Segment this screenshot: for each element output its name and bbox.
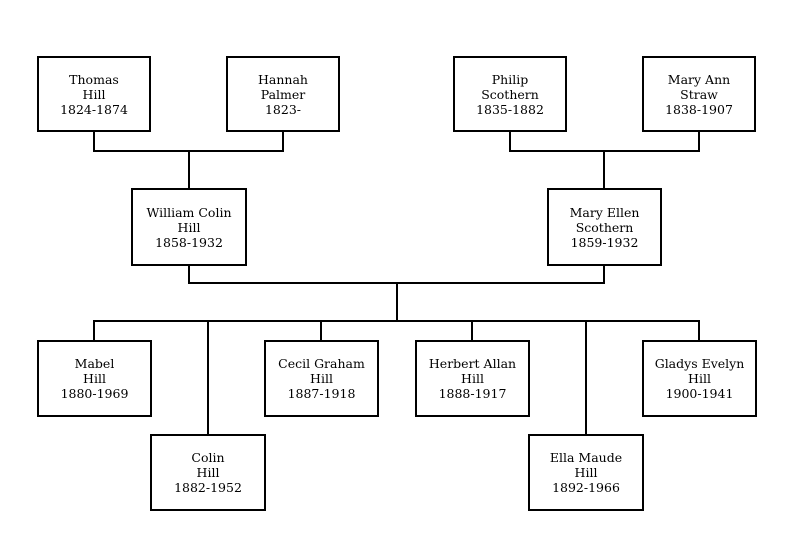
person-name: Hannah: [258, 71, 308, 87]
person-box-mabel-hill: Mabel Hill 1880-1969: [37, 340, 152, 417]
person-surname: Hill: [688, 371, 711, 386]
person-surname: Scothern: [481, 86, 539, 102]
person-dates: 1858-1932: [155, 234, 223, 250]
person-box-ella-maude-hill: Ella Maude Hill 1892-1966: [528, 434, 644, 511]
connector: [188, 264, 190, 284]
person-dates: 1900-1941: [665, 386, 734, 401]
person-dates: 1887-1918: [287, 386, 356, 401]
person-dates: 1835-1882: [476, 101, 544, 117]
person-name: Ella Maude: [549, 450, 623, 465]
person-surname: Scothern: [575, 219, 634, 235]
connector: [603, 264, 605, 284]
connector: [698, 320, 700, 342]
connector: [698, 130, 700, 152]
connector: [320, 320, 322, 342]
person-name: Philip: [491, 71, 529, 87]
person-name: Colin: [191, 450, 225, 465]
person-surname: Hill: [461, 371, 484, 386]
person-dates: 1824-1874: [60, 101, 128, 117]
connector: [471, 320, 473, 342]
person-dates: 1882-1952: [174, 480, 242, 495]
person-dates: 1838-1907: [665, 101, 733, 117]
person-box-william-colin-hill: William Colin Hill 1858-1932: [131, 188, 247, 266]
connector: [188, 150, 190, 190]
person-box-philip-scothern: Philip Scothern 1835-1882: [453, 56, 567, 132]
connector: [603, 150, 605, 190]
connector: [207, 320, 209, 436]
person-dates: 1859-1932: [570, 234, 639, 250]
person-name: Gladys Evelyn: [654, 356, 745, 371]
person-surname: Hill: [574, 465, 598, 480]
person-dates: 1880-1969: [60, 386, 129, 401]
person-box-mary-ellen-scothern: Mary Ellen Scothern 1859-1932: [547, 188, 662, 266]
person-name: Mary Ellen: [569, 204, 640, 220]
person-box-cecil-graham-hill: Cecil Graham Hill 1887-1918: [264, 340, 379, 417]
connector: [509, 130, 511, 152]
connector: [93, 320, 95, 342]
person-surname: Hill: [83, 371, 106, 386]
person-box-hannah-palmer: Hannah Palmer 1823-: [226, 56, 340, 132]
person-surname: Palmer: [260, 86, 306, 102]
person-surname: Hill: [177, 219, 201, 235]
connector: [282, 130, 284, 152]
connector: [396, 282, 398, 322]
person-name: Thomas: [69, 71, 119, 87]
person-box-thomas-hill: Thomas Hill 1824-1874: [37, 56, 151, 132]
connector: [585, 320, 587, 436]
person-surname: Hill: [82, 86, 106, 102]
connector: [93, 130, 95, 152]
person-surname: Hill: [310, 371, 333, 386]
person-name: Mary Ann: [667, 71, 731, 87]
person-dates: 1892-1966: [552, 480, 620, 495]
person-name: William Colin: [146, 204, 232, 220]
connector: [93, 320, 700, 322]
person-name: Mabel: [74, 356, 115, 371]
person-box-herbert-allan-hill: Herbert Allan Hill 1888-1917: [415, 340, 530, 417]
person-surname: Straw: [680, 86, 718, 102]
person-box-gladys-evelyn-hill: Gladys Evelyn Hill 1900-1941: [642, 340, 757, 417]
person-surname: Hill: [196, 465, 220, 480]
person-dates: 1888-1917: [438, 386, 507, 401]
person-name: Herbert Allan: [428, 356, 517, 371]
person-dates: 1823-: [264, 101, 302, 117]
person-name: Cecil Graham: [278, 356, 365, 371]
person-box-mary-ann-straw: Mary Ann Straw 1838-1907: [642, 56, 756, 132]
person-box-colin-hill: Colin Hill 1882-1952: [150, 434, 266, 511]
